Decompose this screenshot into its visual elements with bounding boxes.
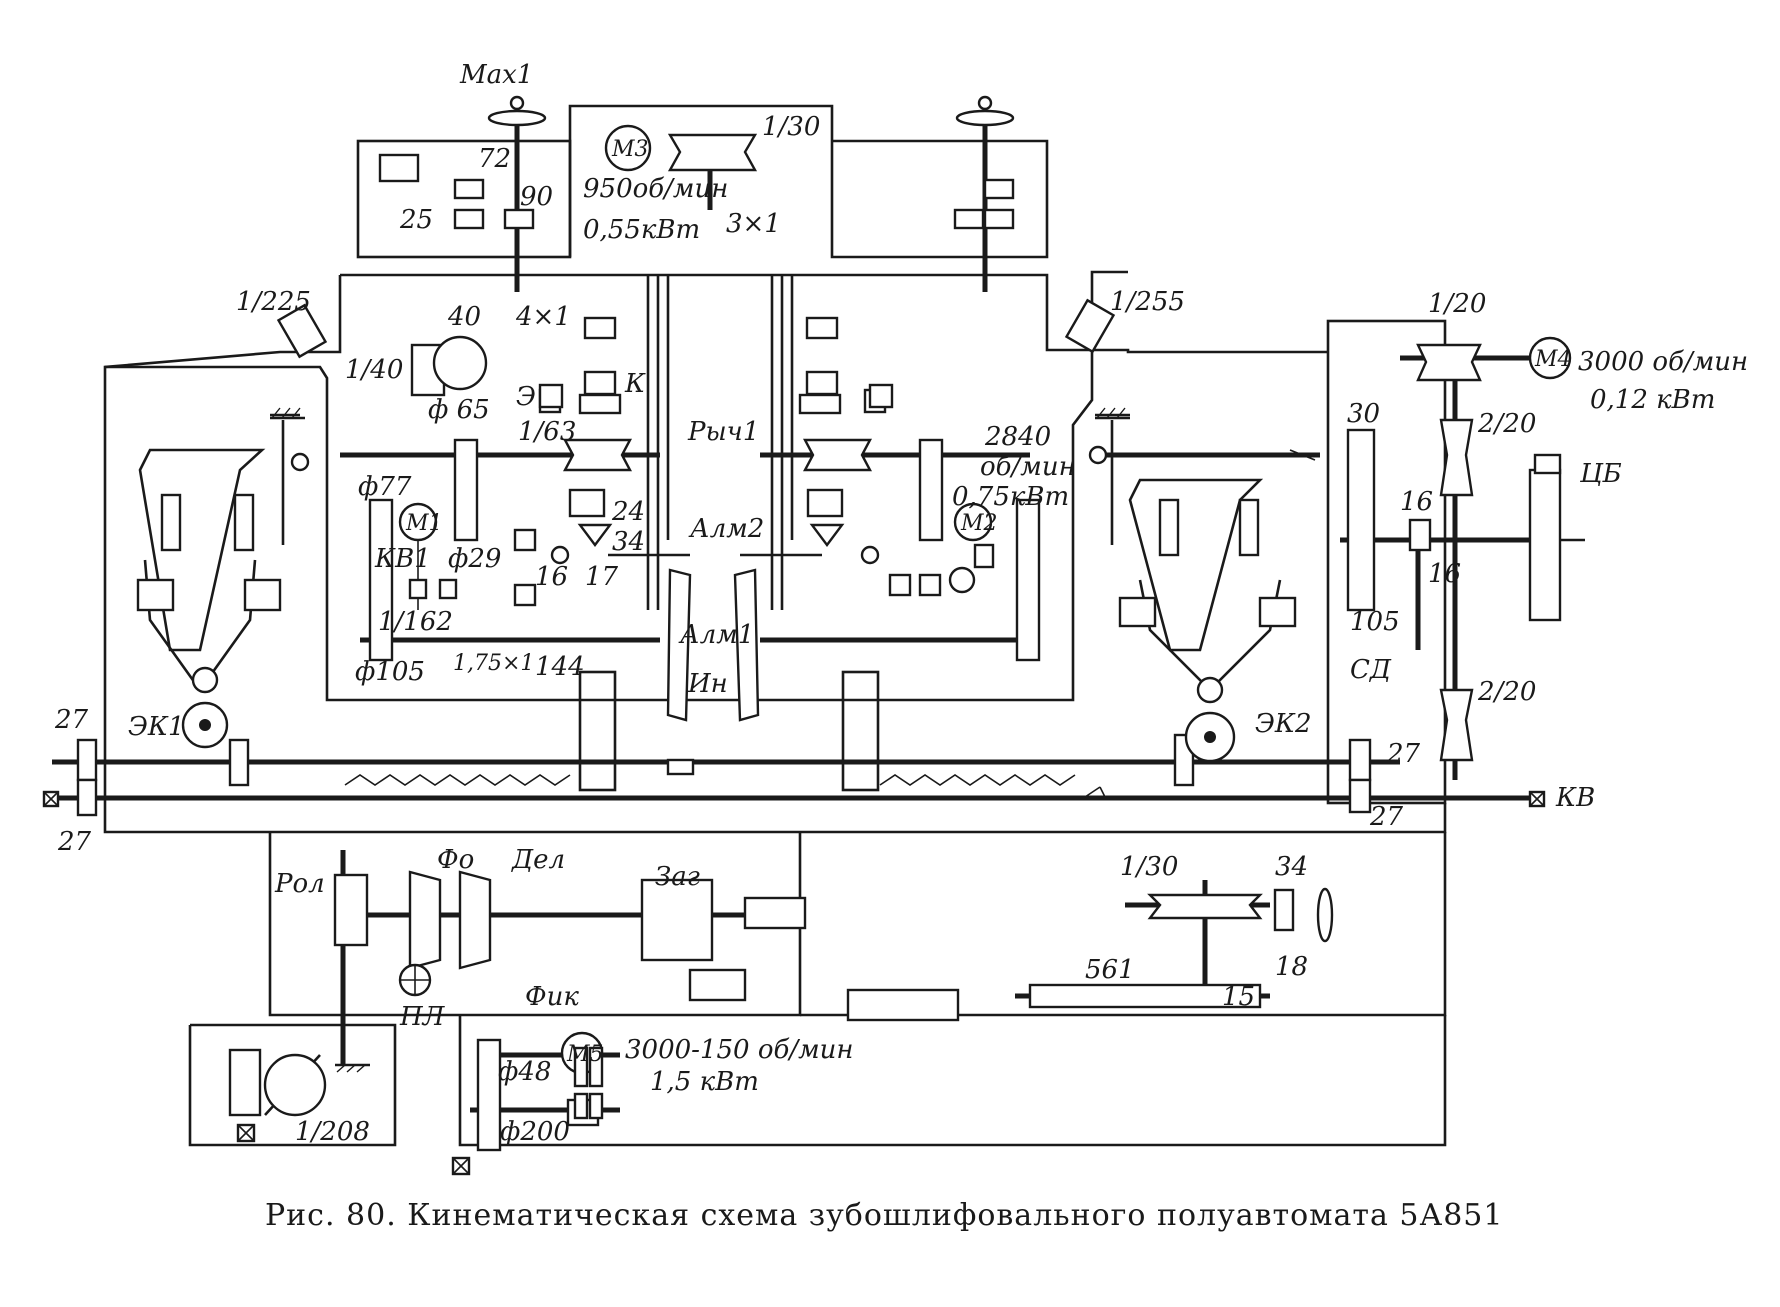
label-ek1: ЭК1	[128, 712, 185, 742]
label-m4-speed: 3000 об/мин	[1578, 347, 1748, 377]
label-17: 17	[585, 562, 619, 592]
label-ek2: ЭК2	[1255, 709, 1312, 739]
label-alm2: Алм2	[688, 514, 764, 544]
motor-m2-icon	[953, 502, 993, 542]
label-m4-power: 0,12 кВт	[1590, 385, 1715, 415]
label-zag: Заг	[655, 862, 700, 892]
label-ratio-1-40: 1/40	[345, 355, 403, 385]
label-ratio-2-20-b: 2/20	[1477, 677, 1536, 707]
label-ratio-1-255: 1/255	[1110, 287, 1185, 317]
motor-m4-icon	[1528, 336, 1572, 380]
rack-left	[344, 774, 1076, 786]
label-d29: ф29	[448, 544, 501, 574]
label-in: Ин	[687, 669, 728, 699]
label-kv: КВ	[1555, 783, 1595, 813]
misc-links	[408, 383, 1316, 1120]
label-fo: Фо	[437, 845, 474, 875]
bearing-symbols	[42, 95, 1546, 1176]
main-shafts	[52, 355, 1540, 1113]
label-ratio-1-20-top: 1/20	[1428, 289, 1486, 319]
label-30: 30	[1347, 399, 1380, 429]
label-rych1: Рыч1	[687, 417, 759, 447]
label-m2: М2	[960, 511, 998, 536]
label-k: К	[624, 369, 646, 399]
label-m3: М3	[611, 137, 649, 162]
label-fik: Фик	[525, 982, 579, 1012]
label-40: 40	[447, 302, 481, 332]
label-ratio-1-225: 1/225	[236, 287, 311, 317]
label-m5: М5	[566, 1042, 604, 1067]
label-27-bl: 27	[57, 827, 92, 857]
grinding-wheel-alm1	[733, 568, 760, 722]
labels: Мах1 1/30 М3 950об/мин 0,55кВт 3×1 72 90…	[54, 60, 1748, 1147]
label-rol: Рол	[274, 869, 325, 899]
label-m2-speed1: 2840	[984, 422, 1051, 452]
label-27-tl: 27	[54, 705, 89, 735]
gears	[76, 133, 1482, 1152]
label-27-r2: 27	[1369, 802, 1404, 832]
vertical-feed-chains	[608, 275, 822, 610]
label-tsb: ЦБ	[1579, 459, 1622, 489]
label-4x1: 4×1	[515, 302, 571, 332]
label-90: 90	[520, 182, 553, 212]
label-72: 72	[478, 144, 511, 174]
label-m2-power: 0,75кВт	[952, 482, 1069, 512]
label-105-right: 105	[1350, 607, 1400, 637]
label-e: Э	[516, 382, 536, 412]
label-16-r2: 16	[1428, 559, 1461, 589]
label-25: 25	[399, 205, 433, 235]
label-15: 15	[1222, 982, 1255, 1012]
label-max1: Мах1	[459, 60, 533, 90]
label-ratio-1-30-top: 1/30	[762, 112, 820, 142]
label-24: 24	[611, 497, 645, 527]
label-ratio-2-20-a: 2/20	[1477, 409, 1536, 439]
label-sd: СД	[1350, 655, 1392, 685]
label-d65: ф 65	[428, 395, 490, 425]
label-alm1: Алм1	[678, 620, 754, 650]
label-ratio-1-63: 1/63	[518, 417, 576, 447]
label-ratio-1-208: 1/208	[295, 1117, 370, 1147]
label-34-bot: 34	[1275, 852, 1308, 882]
label-pl: ПЛ	[399, 1002, 446, 1032]
label-34-mid: 34	[612, 527, 645, 557]
housing-outlines	[103, 104, 1447, 1147]
label-m5-power: 1,5 кВт	[650, 1067, 759, 1097]
motor-m3-icon	[604, 124, 652, 172]
label-d105: ф105	[355, 657, 425, 687]
label-kv1: КВ1	[374, 544, 431, 574]
figure-caption: Рис. 80. Кинематическая схема зубошлифов…	[265, 1198, 1503, 1233]
label-m1: М1	[405, 511, 443, 536]
ek2-mechanism	[1088, 413, 1297, 763]
label-d200: ф200	[500, 1117, 570, 1147]
label-16-r1: 16	[1400, 487, 1433, 517]
label-ratio-1-30-bot: 1/30	[1120, 852, 1178, 882]
label-16-left: 16	[535, 562, 568, 592]
grinding-wheel-alm2	[666, 568, 692, 722]
label-3x1: 3×1	[726, 209, 781, 239]
label-m3-speed: 950об/мин	[583, 174, 728, 204]
tsb-dresser	[1528, 453, 1585, 622]
label-561: 561	[1085, 955, 1135, 985]
label-175x1: 1,75×1	[453, 651, 534, 676]
ek1-mechanism	[136, 413, 310, 749]
label-del: Дел	[511, 845, 565, 875]
label-m3-power: 0,55кВт	[583, 215, 700, 245]
label-27-r1: 27	[1386, 739, 1421, 769]
label-m4: М4	[1534, 347, 1572, 372]
label-d77: ф77	[358, 472, 412, 502]
label-d48: ф48	[498, 1057, 551, 1087]
label-ratio-1-162: 1/162	[378, 607, 453, 637]
label-m5-speed: 3000-150 об/мин	[625, 1035, 854, 1065]
label-18: 18	[1275, 952, 1308, 982]
label-144: 144	[535, 652, 585, 682]
label-m2-speed2: об/мин	[980, 452, 1076, 482]
